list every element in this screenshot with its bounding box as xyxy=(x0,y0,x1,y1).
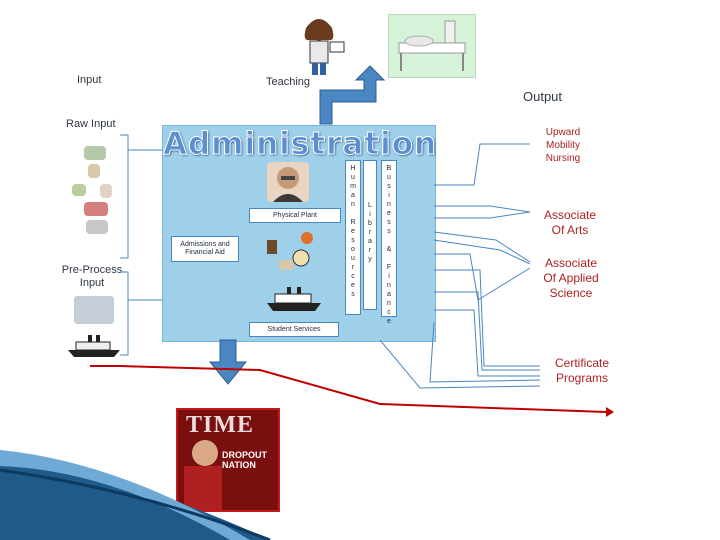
ship-image-center xyxy=(265,284,323,312)
admissions-label: Admissions and Financial Aid xyxy=(180,241,230,256)
administration-panel: Administration Physical Plant Admissions… xyxy=(162,125,438,342)
admissions-box: Admissions and Financial Aid xyxy=(171,236,239,262)
document-stack-image xyxy=(74,296,114,324)
raw-input-image-5 xyxy=(84,202,108,216)
hospital-bed-image xyxy=(388,14,476,78)
administrator-photo xyxy=(267,162,309,202)
magazine-person xyxy=(192,440,218,466)
teaching-label: Teaching xyxy=(266,76,311,88)
administration-title: Administration xyxy=(163,126,438,163)
output-associate-of-arts: Associate Of Arts xyxy=(543,208,597,237)
output-upward-mobility-nursing: Upward Mobility Nursing xyxy=(545,127,581,164)
magazine-cover-line: DROPOUT NATION xyxy=(222,450,267,470)
input-label: Input xyxy=(77,74,102,86)
library-box: L i b r a r y xyxy=(363,160,377,310)
magazine-body xyxy=(184,466,222,510)
physical-plant-box: Physical Plant xyxy=(249,208,341,223)
raw-input-image-4 xyxy=(100,184,112,198)
raw-input-label: Raw Input xyxy=(66,118,116,130)
pre-process-input-label: Pre-Process Input xyxy=(61,264,123,289)
raw-input-image-3 xyxy=(72,184,86,196)
raw-input-image-6 xyxy=(86,220,108,234)
output-certificate-programs: Certificate Programs xyxy=(554,356,610,385)
raw-input-image-2 xyxy=(88,164,100,178)
magazine-masthead: TIME xyxy=(186,412,255,438)
business-finance-box: B u s i n e s s & F i n a n c e xyxy=(381,160,397,325)
output-associate-of-applied-science: Associate Of Applied Science xyxy=(543,256,599,300)
decorative-swoosh xyxy=(0,450,271,540)
time-magazine-cover: TIME DROPOUT NATION xyxy=(176,408,280,512)
fruit-clipart xyxy=(265,228,325,276)
student-services-box: Student Services xyxy=(249,322,339,337)
teacher-clipart xyxy=(292,12,348,80)
raw-input-image-1 xyxy=(84,146,106,160)
ship-image-left xyxy=(66,332,122,358)
output-label: Output xyxy=(523,89,563,104)
human-resources-box: H u m a n R e s o u r c e s xyxy=(345,160,361,315)
